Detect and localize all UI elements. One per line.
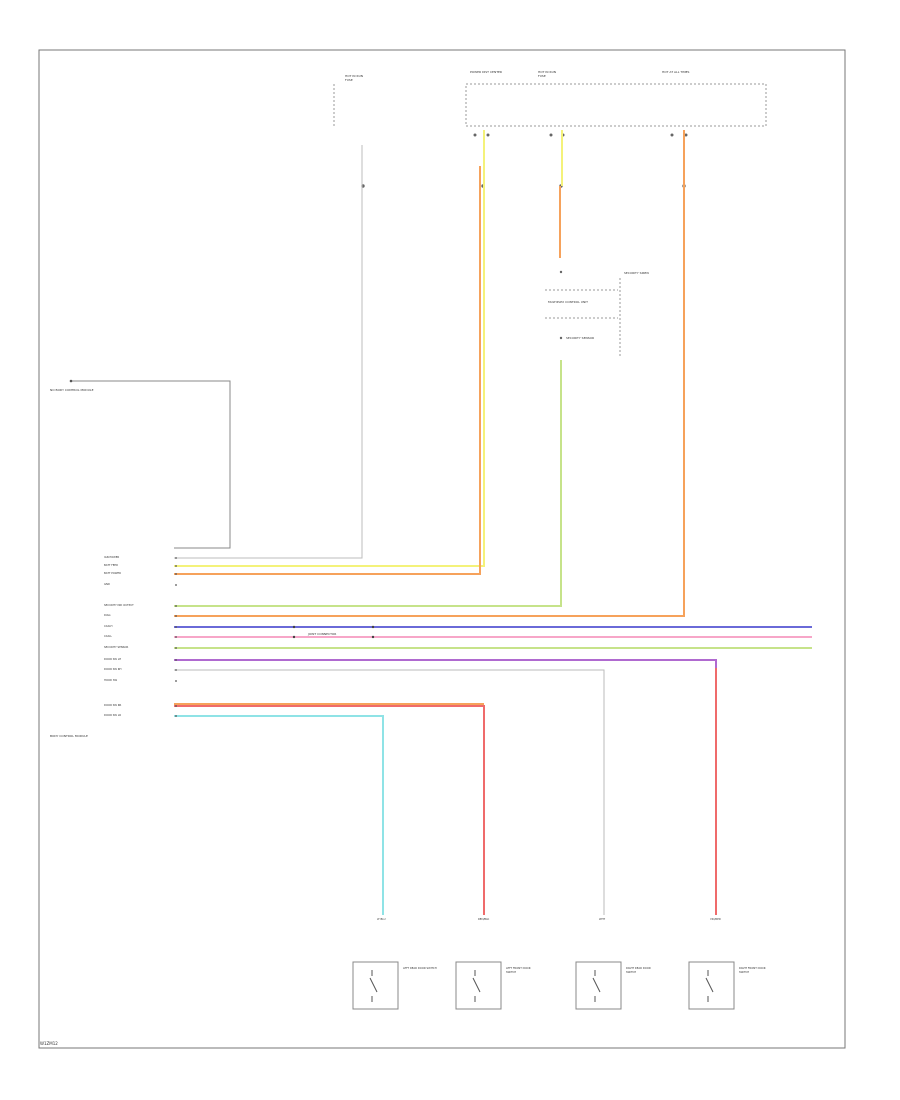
switch-name-label: RIGHT REAR DOOR SWITCH — [626, 967, 651, 974]
wire-green-sensor — [174, 360, 562, 607]
module-pin-terminals — [175, 557, 177, 717]
wire-cyan-left-rear — [174, 715, 384, 915]
pin-label: IGN POWER — [104, 556, 120, 559]
top-terminals — [361, 133, 688, 188]
pin-label: DOOR SW RR — [104, 704, 122, 707]
wire-white-right-rear — [174, 669, 605, 915]
label-left-module: NO BODY CONTROL MODULE — [50, 388, 94, 392]
pin-label: CAN-L — [104, 635, 112, 638]
joint-connector-marks — [292, 625, 375, 639]
label-joint-connector: JOINT CONNECTOR — [308, 632, 337, 636]
left-module-terminal — [69, 379, 73, 383]
switch-wire-label: RED/BLK — [478, 918, 490, 921]
pin-label: DOOR SW LR — [104, 714, 121, 717]
pin-label: SECURITY IND OUTPUT — [104, 604, 134, 607]
diagram-frame — [38, 49, 846, 1049]
pin-label: BATT FEED — [104, 564, 119, 567]
label-power-dist: POWER DIST CENTER — [470, 70, 503, 74]
pin-label: CAN-H — [104, 625, 113, 628]
label-hot-all-times: HOT AT ALL TIMES — [662, 70, 690, 74]
wire-orange-batt — [174, 166, 481, 575]
wire-gray-left-feed — [174, 145, 363, 559]
label-security-siren: SECURITY SIREN — [624, 271, 649, 275]
label-body-control-module: BODY CONTROL MODULE — [50, 734, 88, 738]
pin-label: GND — [104, 583, 110, 586]
siren-terminal — [559, 270, 563, 274]
sensor-terminal — [559, 336, 563, 340]
pin-label: DIAG — [104, 614, 111, 617]
wire-red-left-front — [174, 705, 485, 915]
power-distribution-box — [465, 83, 767, 127]
door-switch-boxes — [352, 961, 735, 1010]
label-security-sensor: SECURITY SENSOR — [566, 336, 595, 340]
door-switch-symbols — [369, 970, 714, 1002]
wire-yellow-feed — [174, 130, 485, 567]
switch-name-label: LEFT FRONT DOOR SWITCH — [506, 967, 531, 974]
wire-orange-right — [174, 130, 685, 617]
switch-wire-label: LT BLU — [377, 918, 386, 921]
wire-violet-bus — [174, 659, 717, 915]
diagram-footer-code: W1ZM12 — [40, 1041, 58, 1046]
wire-gray-left-module — [72, 380, 231, 549]
pin-label: DOOR SW RH — [104, 668, 122, 671]
switch-name-label: RIGHT FRONT DOOR SWITCH — [739, 967, 766, 974]
pin-label: SECURITY SENSOR — [104, 646, 129, 649]
label-multiplex-module: MULTIPLEX CONTROL UNIT — [548, 300, 588, 304]
security-siren-box — [545, 278, 621, 356]
pin-label: BATT POWER — [104, 572, 121, 575]
switch-wire-label: VIO/RED — [710, 918, 721, 921]
pin-label: DOOR SW LH — [104, 658, 122, 661]
switch-wire-label: WHT — [599, 918, 606, 921]
switch-name-label: LEFT REAR DOOR SWITCH — [403, 967, 437, 970]
pin-label: HOOD SW — [104, 679, 118, 682]
